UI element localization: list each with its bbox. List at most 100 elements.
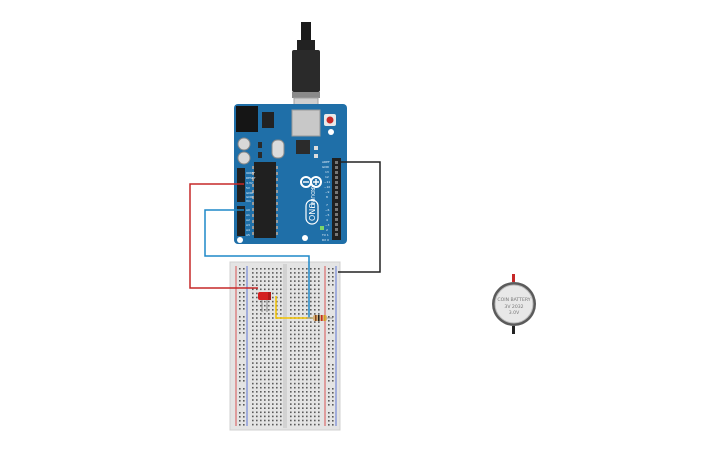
- breadboard-hole[interactable]: [328, 320, 330, 322]
- breadboard-hole[interactable]: [252, 399, 254, 401]
- breadboard-hole[interactable]: [314, 423, 316, 426]
- breadboard-hole[interactable]: [314, 329, 316, 332]
- breadboard-hole[interactable]: [272, 268, 274, 270]
- breadboard-hole[interactable]: [294, 399, 296, 401]
- breadboard-hole[interactable]: [272, 370, 274, 373]
- breadboard-hole[interactable]: [318, 276, 320, 278]
- breadboard-hole[interactable]: [268, 272, 270, 274]
- breadboard-hole[interactable]: [328, 268, 330, 270]
- breadboard-hole[interactable]: [328, 356, 330, 358]
- breadboard-hole[interactable]: [302, 333, 304, 336]
- breadboard-hole[interactable]: [264, 309, 266, 311]
- breadboard-hole[interactable]: [332, 344, 334, 346]
- breadboard-hole[interactable]: [290, 284, 292, 286]
- breadboard-hole[interactable]: [332, 340, 334, 342]
- breadboard-hole[interactable]: [272, 296, 274, 299]
- breadboard-hole[interactable]: [298, 337, 300, 340]
- breadboard-hole[interactable]: [318, 419, 320, 422]
- breadboard-hole[interactable]: [243, 332, 245, 334]
- breadboard-hole[interactable]: [332, 412, 334, 414]
- breadboard-hole[interactable]: [314, 399, 316, 401]
- breadboard-hole[interactable]: [318, 374, 320, 377]
- breadboard-hole[interactable]: [306, 411, 308, 414]
- breadboard-hole[interactable]: [264, 378, 266, 381]
- breadboard-hole[interactable]: [306, 288, 308, 291]
- breadboard-hole[interactable]: [243, 320, 245, 322]
- breadboard-hole[interactable]: [268, 280, 270, 282]
- breadboard-hole[interactable]: [328, 424, 330, 426]
- breadboard-hole[interactable]: [306, 350, 308, 352]
- breadboard-hole[interactable]: [260, 341, 262, 344]
- breadboard-hole[interactable]: [268, 411, 270, 414]
- breadboard-hole[interactable]: [268, 284, 270, 286]
- breadboard-hole[interactable]: [294, 350, 296, 352]
- breadboard-hole[interactable]: [314, 395, 316, 397]
- breadboard-hole[interactable]: [306, 276, 308, 278]
- breadboard-hole[interactable]: [318, 366, 320, 368]
- breadboard-hole[interactable]: [268, 391, 270, 393]
- breadboard-hole[interactable]: [276, 362, 278, 364]
- breadboard-hole[interactable]: [272, 288, 274, 291]
- breadboard-hole[interactable]: [318, 403, 320, 405]
- breadboard-hole[interactable]: [314, 300, 316, 303]
- breadboard-hole[interactable]: [256, 403, 258, 405]
- breadboard-hole[interactable]: [302, 370, 304, 373]
- breadboard-hole[interactable]: [243, 272, 245, 274]
- breadboard-hole[interactable]: [280, 423, 282, 426]
- breadboard-hole[interactable]: [314, 268, 316, 270]
- breadboard-hole[interactable]: [290, 313, 292, 315]
- breadboard-hole[interactable]: [239, 328, 241, 330]
- breadboard-hole[interactable]: [332, 376, 334, 378]
- breadboard-hole[interactable]: [314, 407, 316, 409]
- breadboard-hole[interactable]: [280, 296, 282, 299]
- breadboard-hole[interactable]: [306, 391, 308, 393]
- breadboard-hole[interactable]: [264, 280, 266, 282]
- breadboard-hole[interactable]: [252, 391, 254, 393]
- breadboard-hole[interactable]: [239, 368, 241, 370]
- breadboard-hole[interactable]: [243, 392, 245, 394]
- breadboard-hole[interactable]: [264, 304, 266, 307]
- breadboard-hole[interactable]: [252, 407, 254, 409]
- breadboard-hole[interactable]: [302, 378, 304, 381]
- breadboard-hole[interactable]: [328, 272, 330, 274]
- breadboard-hole[interactable]: [318, 391, 320, 393]
- breadboard-hole[interactable]: [328, 308, 330, 310]
- breadboard-hole[interactable]: [256, 300, 258, 303]
- breadboard-hole[interactable]: [306, 309, 308, 311]
- breadboard-hole[interactable]: [260, 374, 262, 377]
- breadboard-hole[interactable]: [239, 400, 241, 402]
- breadboard-hole[interactable]: [268, 304, 270, 307]
- breadboard-hole[interactable]: [332, 308, 334, 310]
- breadboard-hole[interactable]: [256, 280, 258, 282]
- breadboard-hole[interactable]: [302, 350, 304, 352]
- breadboard-hole[interactable]: [302, 309, 304, 311]
- breadboard-hole[interactable]: [243, 396, 245, 398]
- breadboard-hole[interactable]: [276, 300, 278, 303]
- breadboard-hole[interactable]: [298, 391, 300, 393]
- breadboard-hole[interactable]: [328, 412, 330, 414]
- breadboard-hole[interactable]: [243, 276, 245, 278]
- breadboard-hole[interactable]: [290, 378, 292, 381]
- breadboard-hole[interactable]: [276, 321, 278, 323]
- breadboard-hole[interactable]: [264, 366, 266, 368]
- breadboard-hole[interactable]: [276, 288, 278, 291]
- breadboard-hole[interactable]: [280, 337, 282, 340]
- breadboard-hole[interactable]: [243, 404, 245, 406]
- breadboard-hole[interactable]: [310, 358, 312, 360]
- breadboard-hole[interactable]: [318, 358, 320, 360]
- breadboard-hole[interactable]: [314, 333, 316, 336]
- breadboard-hole[interactable]: [243, 400, 245, 402]
- breadboard-hole[interactable]: [314, 288, 316, 291]
- breadboard-hole[interactable]: [268, 374, 270, 377]
- breadboard-hole[interactable]: [332, 396, 334, 398]
- breadboard-hole[interactable]: [294, 341, 296, 344]
- breadboard-hole[interactable]: [276, 292, 278, 295]
- breadboard-hole[interactable]: [332, 280, 334, 282]
- breadboard-hole[interactable]: [332, 284, 334, 286]
- breadboard-hole[interactable]: [290, 399, 292, 401]
- breadboard-hole[interactable]: [272, 350, 274, 352]
- breadboard-hole[interactable]: [290, 415, 292, 418]
- breadboard-hole[interactable]: [276, 280, 278, 282]
- breadboard-hole[interactable]: [260, 333, 262, 336]
- breadboard-hole[interactable]: [280, 403, 282, 405]
